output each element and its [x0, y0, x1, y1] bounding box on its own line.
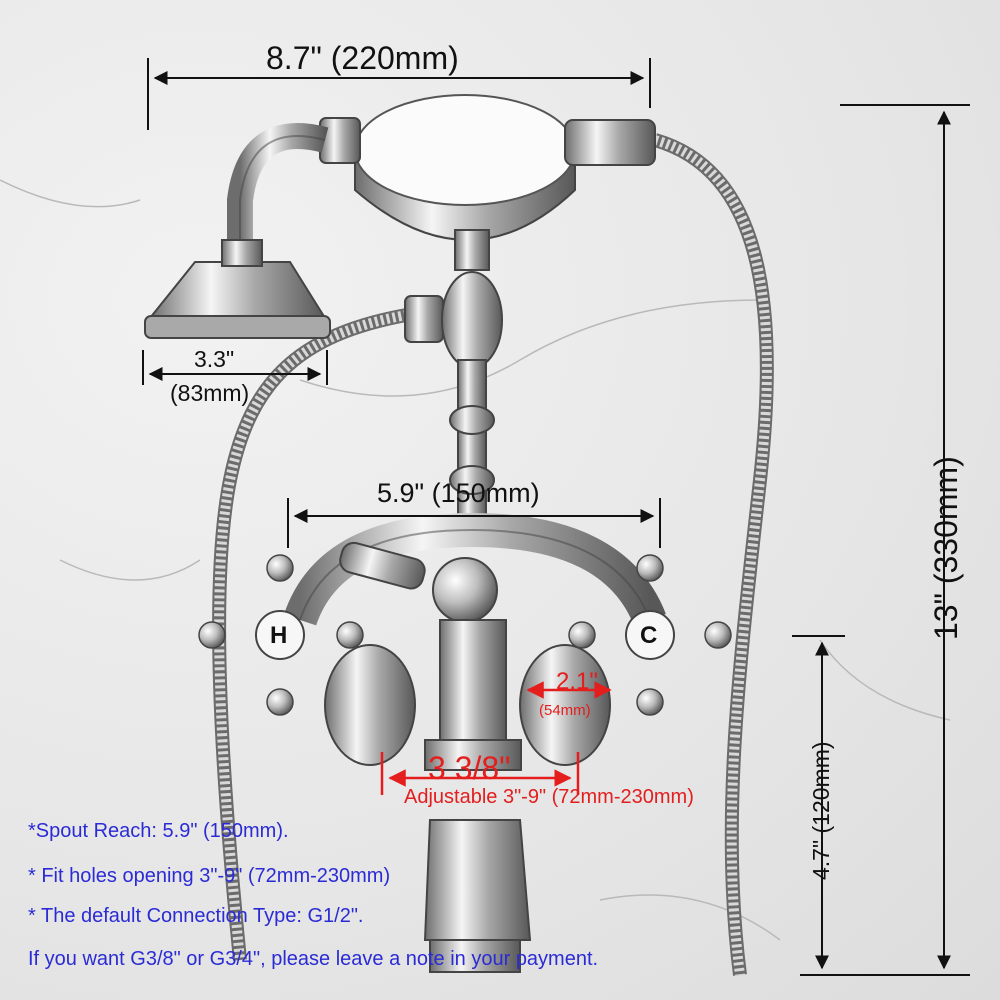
shower-hose: [212, 133, 774, 976]
shower-head: [144, 239, 331, 339]
wall-discs: [324, 644, 611, 766]
faucet-body: [283, 512, 666, 771]
note-alternate-connection: If you want G3/8" or G3/4", please leave…: [28, 948, 599, 970]
dimension-lines: [142, 58, 970, 976]
disc-mm-label: (54mm): [539, 702, 591, 719]
cold-label: C: [640, 622, 658, 649]
center-width-label: 5.9" (150mm): [377, 478, 540, 508]
marble-veins: [0, 179, 951, 941]
note-fit-holes: * Fit holes opening 3"-9" (72mm-230mm): [28, 865, 391, 887]
hot-cross-handle: [198, 554, 364, 716]
spout: [423, 819, 532, 973]
adjustable-range-label: Adjustable 3"-9" (72mm-230mm): [404, 786, 694, 808]
riser-column: [441, 229, 503, 531]
note-connection-type: * The default Connection Type: G1/2".: [28, 905, 364, 927]
disc-inch-label: 2.1": [556, 668, 598, 695]
red-dimension-lines: [380, 681, 612, 795]
note-spout-reach: *Spout Reach: 5.9" (150mm).: [28, 820, 289, 842]
hot-label: H: [270, 622, 288, 649]
handshower-mm-label: (83mm): [170, 380, 250, 406]
handset-cradle: [227, 94, 656, 260]
cold-cross-handle: [568, 554, 732, 716]
spout-height-label: 4.7" (120mm): [808, 741, 834, 880]
handshower-inch-label: 3.3": [194, 346, 235, 372]
center-spacing-label: 3 3/8": [428, 750, 511, 786]
hose-connector: [404, 295, 444, 343]
total-height-label: 13" (330mm): [928, 456, 964, 640]
top-width-label: 8.7" (220mm): [266, 40, 459, 76]
